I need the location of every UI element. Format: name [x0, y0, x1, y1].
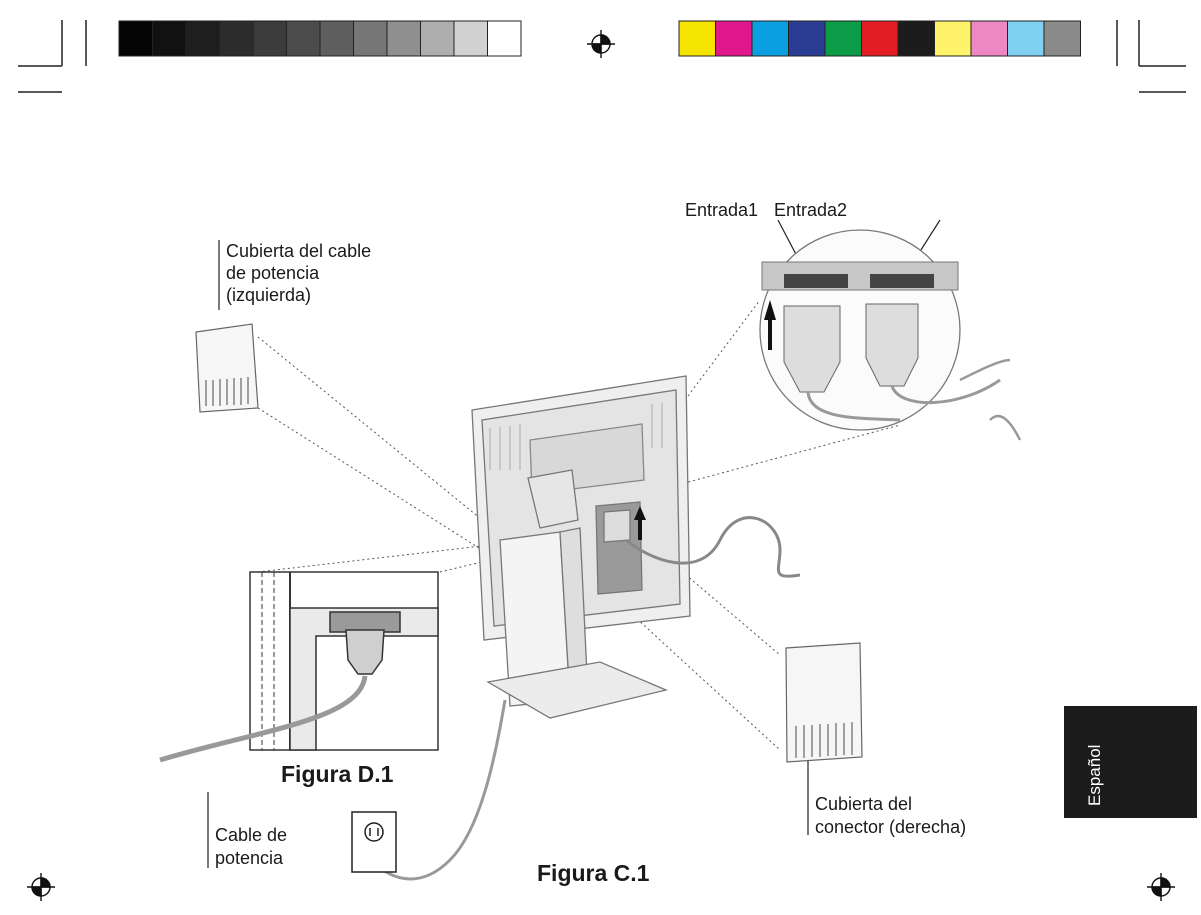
label-input2: Entrada2: [774, 200, 848, 220]
gray-swatch: [252, 20, 287, 57]
connector-cover-right: [785, 642, 863, 763]
color-swatch: [934, 20, 972, 57]
color-swatch: [678, 20, 716, 57]
wall-outlet-icon: [351, 811, 397, 873]
gray-swatch: [386, 20, 421, 57]
registration-mark-top: [587, 30, 615, 58]
label-connector-cover-right-2: conector (derecha): [815, 817, 967, 837]
color-swatch: [861, 20, 899, 57]
gray-swatch: [219, 20, 254, 57]
label-power-cable-1: Cable de: [215, 825, 288, 845]
gray-swatch: [453, 20, 488, 57]
gray-swatch: [353, 20, 388, 57]
label-power-cover-left-1: Cubierta del cable: [226, 241, 372, 261]
language-tab-label: Español: [1085, 744, 1104, 806]
color-swatch: [970, 20, 1008, 57]
gray-swatch: [319, 20, 354, 57]
color-swatch: [715, 20, 753, 57]
gray-swatch: [152, 20, 187, 57]
gray-swatch: [286, 20, 321, 57]
color-swatch: [751, 20, 789, 57]
grayscale-bar: [118, 20, 522, 57]
signal-cable: [625, 516, 801, 578]
crop-marks: [18, 20, 1186, 93]
label-power-cable-2: potencia: [215, 848, 284, 868]
gray-swatch: [487, 20, 522, 57]
inset-detail: [249, 571, 439, 751]
power-cable-cover-left: [195, 323, 259, 413]
color-swatch: [824, 20, 862, 57]
power-cable: [159, 675, 368, 763]
language-tab: Español: [1064, 706, 1197, 818]
registration-mark-bottom-right: [1147, 873, 1175, 901]
gray-swatch: [118, 20, 153, 57]
color-swatch: [1043, 20, 1081, 57]
color-swatch: [1007, 20, 1045, 57]
label-power-cover-left-3: (izquierda): [226, 285, 312, 305]
input-connectors-detail: [759, 229, 1001, 431]
label-connector-cover-right-1: Cubierta del: [815, 794, 913, 814]
monitor-rear: [471, 375, 691, 719]
figure-caption-main: Figura C.1: [537, 860, 650, 886]
color-bar: [678, 20, 1081, 57]
label-input1: Entrada1: [685, 200, 759, 220]
registration-mark-bottom-left: [27, 873, 55, 901]
power-cable-to-outlet: [370, 699, 507, 881]
gray-swatch: [420, 20, 455, 57]
color-swatch: [897, 20, 935, 57]
color-swatch: [788, 20, 826, 57]
figure-caption-inset: Figura D.1: [281, 761, 394, 787]
gray-swatch: [185, 20, 220, 57]
up-arrow-icon: [634, 506, 646, 540]
label-power-cover-left-2: de potencia: [226, 263, 320, 283]
signal-cable-tails: [959, 358, 1022, 441]
